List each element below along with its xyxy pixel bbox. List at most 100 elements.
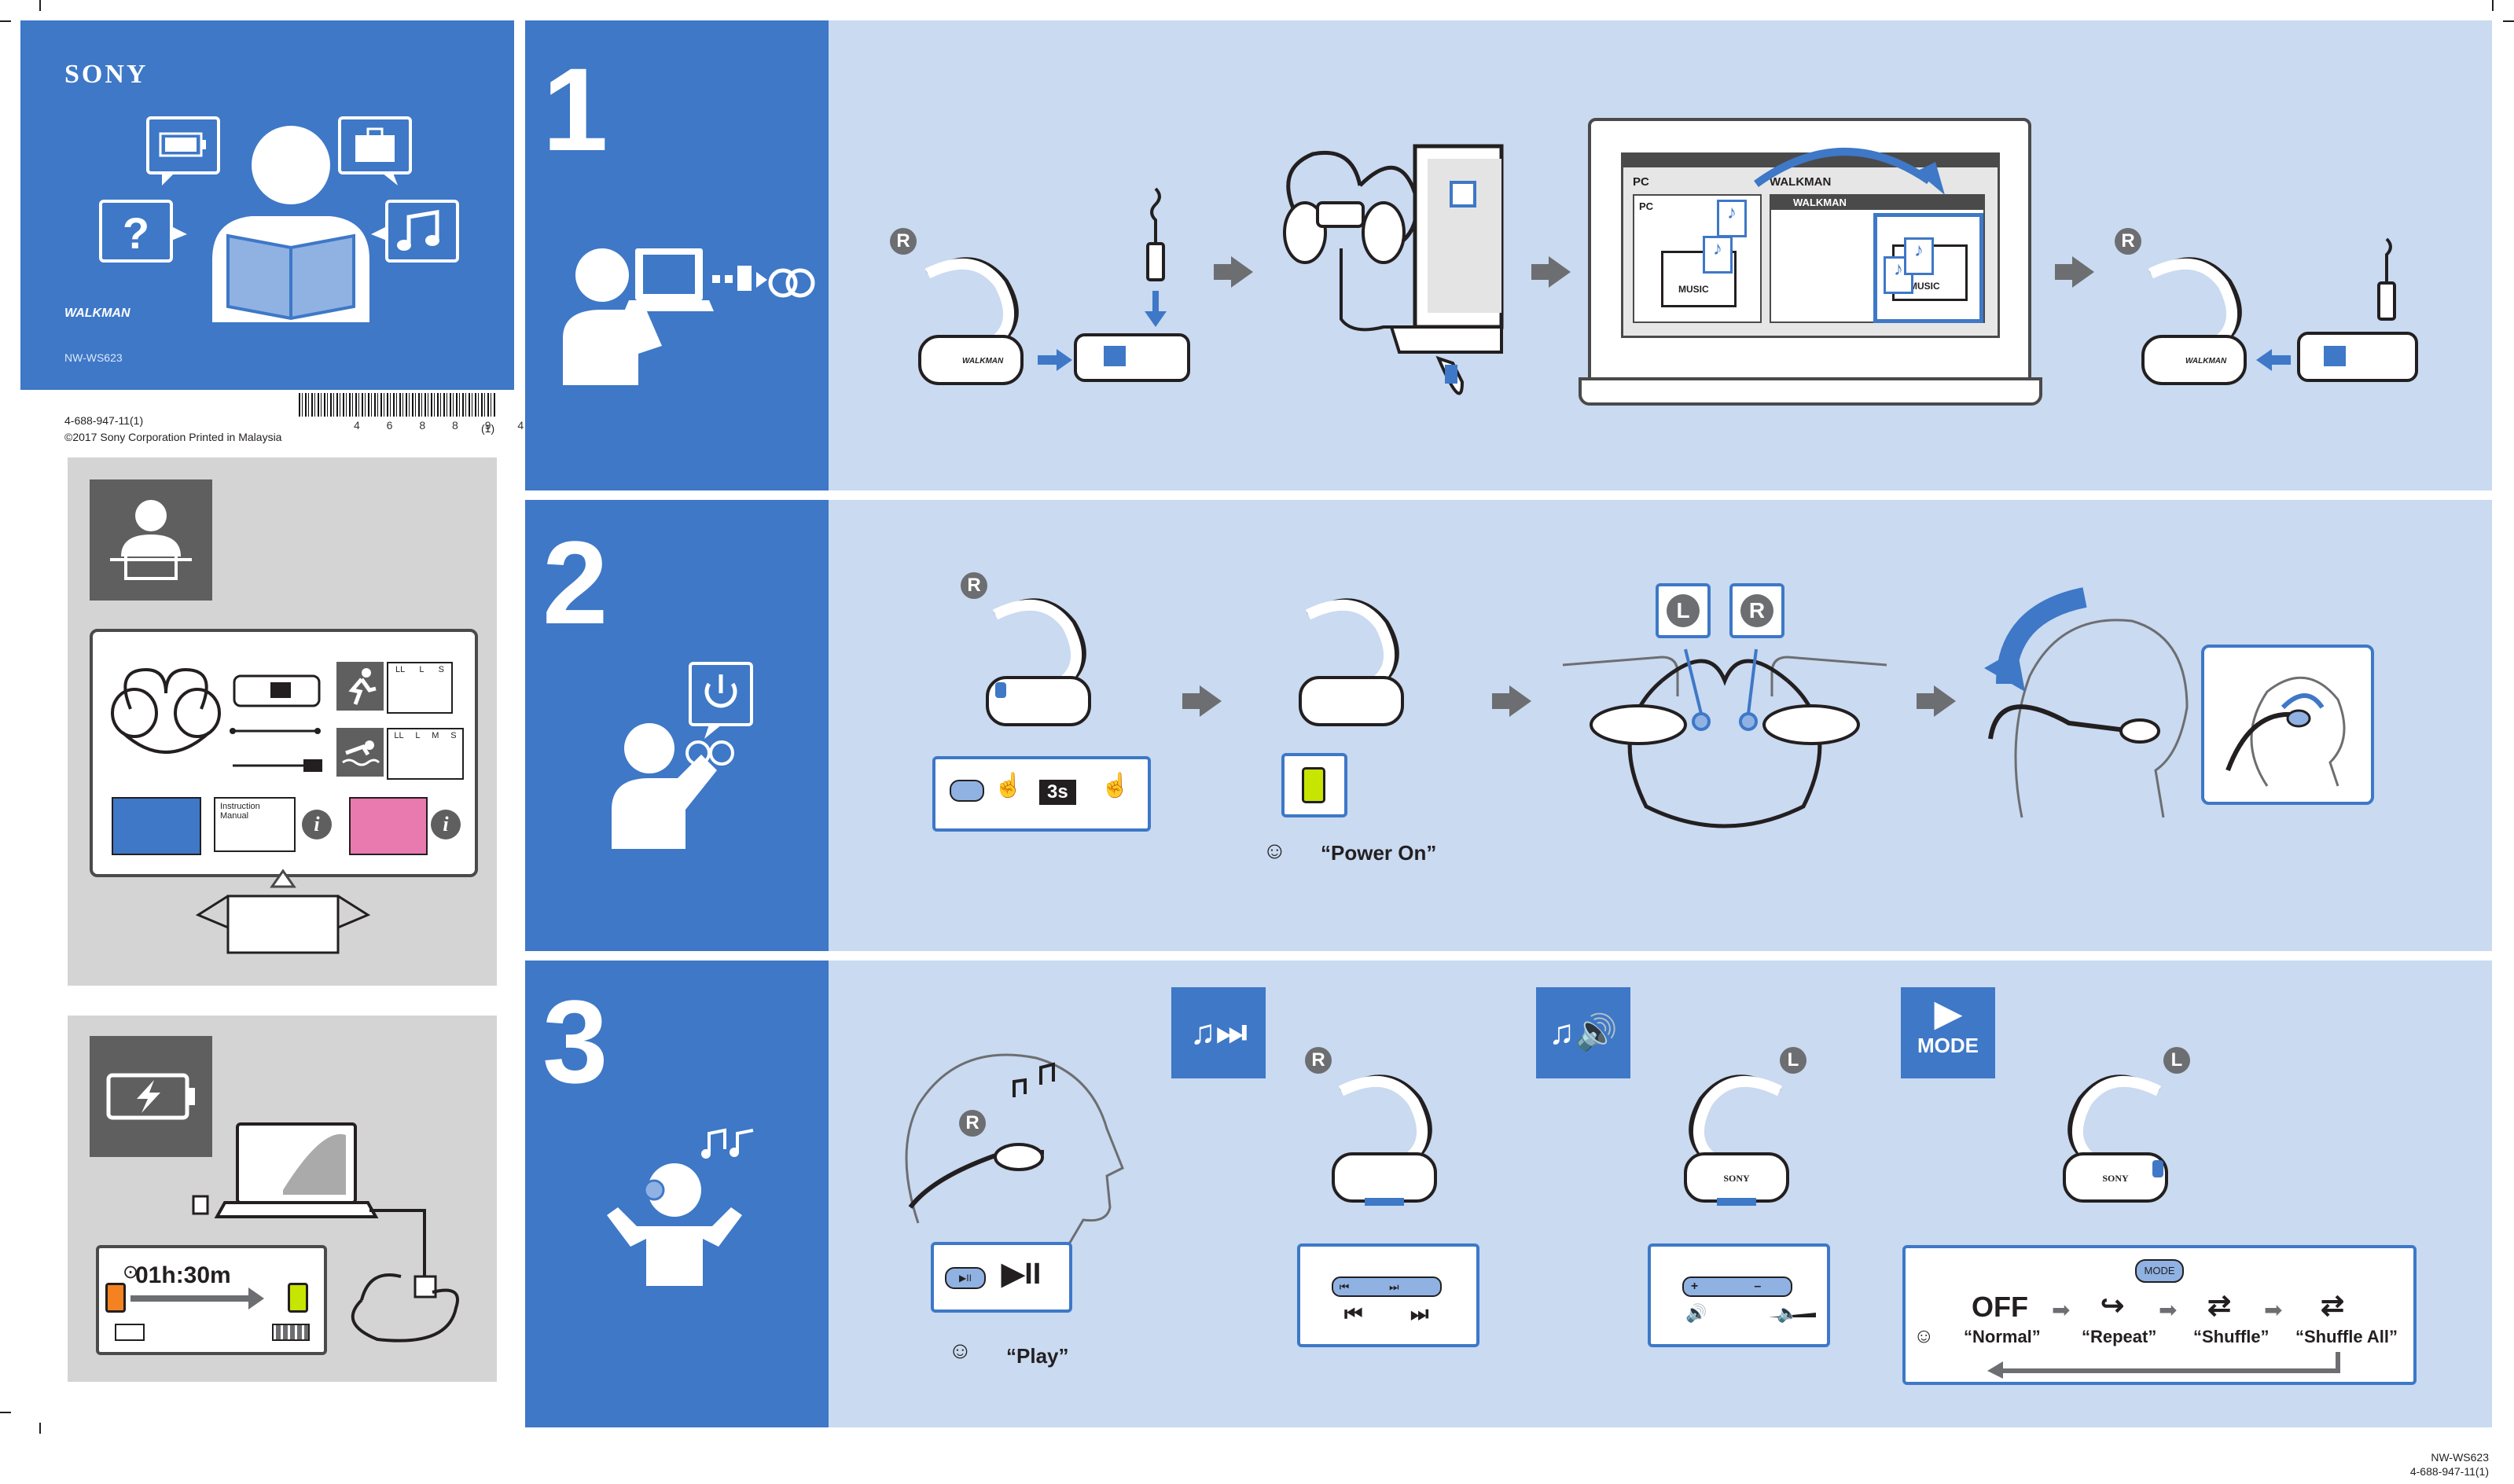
info-icon: i <box>302 810 332 839</box>
earphone-unit-icon <box>986 598 1091 726</box>
laptop-screen: PC WALKMAN PC MUSIC WALKMAN MUSIC ♪ ♪ ♪ … <box>1588 118 2031 399</box>
size-label: LL <box>394 731 404 740</box>
music-file-icon[interactable]: ♪ <box>1717 200 1747 237</box>
right-side-badge: R <box>890 228 917 255</box>
size-label: S <box>450 731 457 740</box>
doc-code: 4-688-947-11(1) <box>64 414 144 427</box>
right-side-badge: R <box>2115 228 2141 255</box>
press-finger-icon: ☝ <box>994 773 1024 799</box>
crop-mark <box>2503 20 2514 22</box>
charging-battery-icon <box>106 1073 195 1120</box>
mode-label-shuffle-all: “Shuffle All” <box>2295 1327 2398 1346</box>
crop-mark <box>0 1412 11 1413</box>
crop-mark <box>0 20 11 22</box>
footer-code: 4-688-947-11(1) <box>2409 1465 2489 1478</box>
svg-text:WALKMAN: WALKMAN <box>962 357 1004 365</box>
contents-box: LL L S LL L M S Instruction Manual i i <box>90 629 478 877</box>
reading-person-icon <box>212 126 369 322</box>
mode-button[interactable]: MODE <box>2135 1259 2184 1283</box>
pane-title-pc: PC <box>1633 175 1649 189</box>
next-arrow <box>2055 256 2094 288</box>
music-file-icon: ♪ <box>1884 256 1913 294</box>
swim-guide-leaflet <box>349 797 428 855</box>
volume-rocker-button[interactable]: + – <box>1682 1276 1792 1297</box>
voice-guidance-icon: ☺ <box>948 1338 972 1364</box>
repeat-icon: ↪ <box>2101 1289 2125 1321</box>
swimming-icon <box>336 728 384 777</box>
previous-track-icon: ⏮ <box>1344 1302 1363 1325</box>
left-side-badge: L <box>1667 594 1700 627</box>
led-green-icon <box>1302 767 1325 803</box>
volume-tile: ♫🔊 <box>1536 987 1630 1078</box>
step-number: 1 <box>542 43 608 175</box>
earphones-icon <box>111 667 221 754</box>
music-file-icon[interactable]: ♪ <box>1703 236 1733 274</box>
charge-icon-tile <box>90 1036 212 1157</box>
drop-target-highlight <box>1873 213 1983 323</box>
size-label: L <box>419 665 425 674</box>
power-button[interactable] <box>950 780 984 802</box>
cradle-with-cable-icon <box>2297 237 2418 382</box>
walkman-logo: WALKMAN <box>64 307 130 320</box>
hands-holding-earphones-icon <box>1562 648 1887 828</box>
earphone-unit-icon <box>1332 1074 1437 1206</box>
brand-logo: SONY <box>64 60 149 89</box>
person-power-on-icon <box>612 662 753 849</box>
voice-guidance-icon: ☺ <box>1263 838 1287 864</box>
progress-arrow-head <box>248 1287 264 1310</box>
shuffle-icon: ⇄ <box>2207 1289 2232 1321</box>
mode-label-shuffle: “Shuffle” <box>2193 1327 2270 1346</box>
shuffle-all-icon: ⇄ <box>2321 1289 2345 1321</box>
led-callout <box>1281 753 1347 817</box>
svg-text:WALKMAN: WALKMAN <box>2185 357 2227 365</box>
cradle-with-cable-icon <box>1074 187 1190 382</box>
size-label: S <box>438 665 444 674</box>
head-profile-icon <box>905 1053 1124 1247</box>
music-note-icon <box>371 200 459 263</box>
earphone-unit-icon: WALKMAN <box>2141 257 2247 385</box>
laptop-charging-icon <box>192 1122 459 1343</box>
mode-arrow: ➡ <box>2159 1298 2178 1322</box>
cycle-back-arrow <box>1987 1352 2340 1379</box>
walkman-pane-bar <box>1771 196 1983 210</box>
cover-panel <box>20 20 514 390</box>
led-charged-icon <box>288 1283 308 1313</box>
crop-mark <box>39 0 41 11</box>
cover-model-number: NW-WS623 <box>64 351 123 364</box>
folder-label: MUSIC <box>1678 284 1709 295</box>
battery-full-icon <box>272 1324 310 1341</box>
earphone-unit-icon: SONY <box>1684 1074 1789 1206</box>
laptop-base <box>1579 377 2042 406</box>
mode-tile-label: MODE <box>1917 1034 1979 1057</box>
pc-pane-label: PC <box>1639 200 1654 212</box>
earphone-unit-icon: SONY <box>2063 1074 2168 1203</box>
play-mode-callout: MODE OFF ➡ ↪ ➡ ⇄ ➡ ⇄ ☺ “Normal” “Repeat”… <box>1902 1245 2417 1385</box>
track-rocker-button[interactable]: ⏮ ⏭ <box>1332 1276 1442 1297</box>
person-transfer-icon <box>563 248 815 385</box>
unboxing-icon-tile <box>90 479 212 601</box>
folder-label: MUSIC <box>1909 281 1940 292</box>
size-label: L <box>415 731 421 740</box>
mode-arrow: ➡ <box>2052 1298 2071 1322</box>
next-arrow <box>1531 256 1571 288</box>
volume-up-icon: 🔊 <box>1685 1303 1707 1323</box>
svg-text:?: ? <box>123 208 149 258</box>
play-pause-button[interactable]: ▶II <box>945 1267 986 1289</box>
music-folder-icon[interactable] <box>1661 251 1737 307</box>
next-arrow <box>1214 256 1253 288</box>
running-icon <box>336 662 384 711</box>
volume-ramp-icon <box>1722 1313 1816 1317</box>
charging-cradle-icon <box>233 674 321 707</box>
size-table-running: LL L S <box>387 662 453 714</box>
right-indicator-box: R <box>1729 583 1784 638</box>
open-box-icon <box>195 869 371 954</box>
mode-label-normal: “Normal” <box>1964 1327 2041 1346</box>
earphone-brand: SONY <box>1723 1173 1750 1184</box>
mode-arrow: ➡ <box>2264 1298 2283 1322</box>
left-side-badge: L <box>2163 1047 2190 1074</box>
battery-empty-icon <box>115 1324 145 1341</box>
mode-tile: ▶ MODE <box>1901 987 1995 1078</box>
release-finger-icon: ☝ <box>1101 773 1130 799</box>
size-label: LL <box>395 665 406 674</box>
next-track-icon: ⏭ <box>1410 1302 1429 1325</box>
